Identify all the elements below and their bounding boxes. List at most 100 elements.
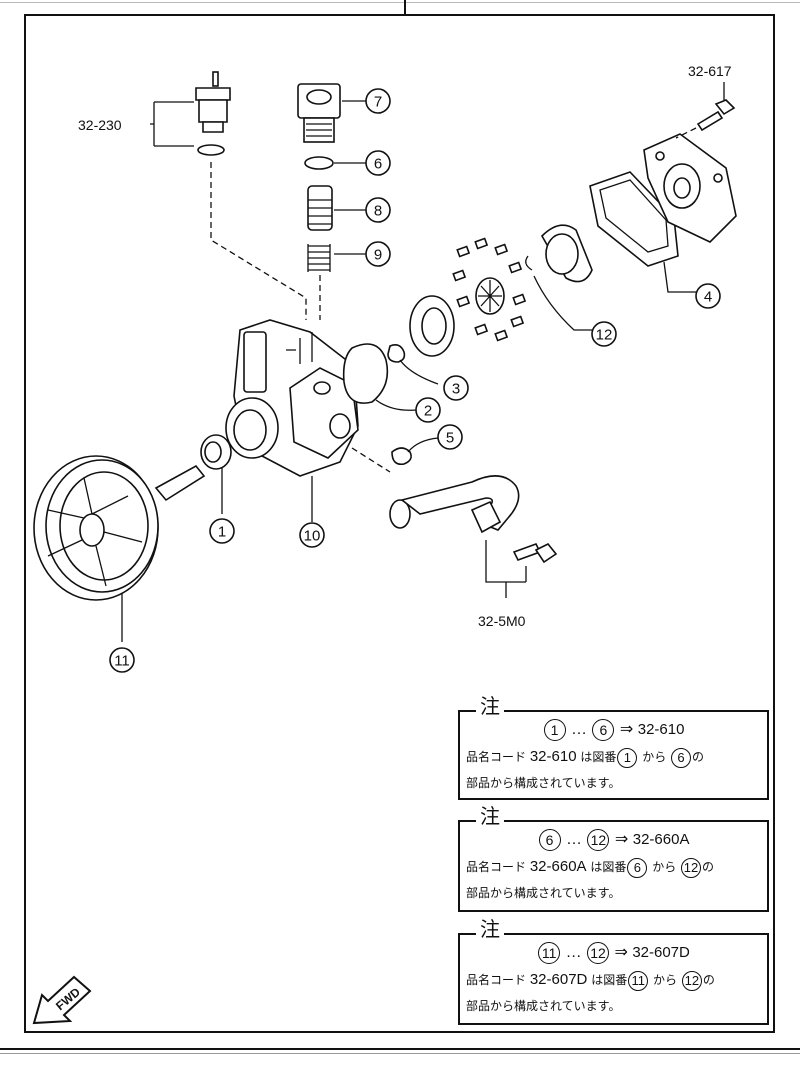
- note-from-text: から: [649, 973, 681, 987]
- callout-number: 7: [374, 94, 382, 111]
- bolt-32-617-part: [696, 99, 736, 132]
- note-summary-line: 6 … 12 ⇒ 32-660A: [460, 828, 767, 852]
- note-consists-line: 部品から構成されています。: [466, 999, 621, 1013]
- callout-circle: [365, 150, 391, 176]
- callout-circle: [209, 518, 235, 544]
- note-consists-line: 部品から構成されています。: [466, 776, 621, 790]
- callout-number: 4: [704, 289, 712, 306]
- leader-4: [663, 261, 696, 293]
- vanes-part: [452, 237, 527, 342]
- note-tag: 注: [476, 696, 504, 716]
- note-from-number: 11: [628, 970, 649, 991]
- note-particle: の: [702, 973, 715, 987]
- leader-3: [399, 359, 439, 385]
- note-tag: 注: [476, 919, 504, 939]
- label-32-230: 32-230: [78, 117, 122, 133]
- outlet-pipe-part: [389, 475, 520, 534]
- callout-circle: [415, 397, 441, 423]
- note-from-number: 1: [617, 747, 638, 768]
- note-summary-line: 1 … 6 ⇒ 32-610: [460, 718, 767, 742]
- note-summary-line: 11 … 12 ⇒ 32-607D: [460, 941, 767, 965]
- callout-number: 1: [218, 524, 226, 541]
- snap-ring-part: [525, 255, 533, 271]
- callout-circle: [591, 321, 617, 347]
- callout-circle: [437, 424, 463, 450]
- cam-ring-part: [541, 224, 593, 283]
- bottom-rule-secondary: [0, 1053, 800, 1054]
- callout-circle: [365, 197, 391, 223]
- leaders-upper: [334, 100, 366, 255]
- note-ellipsis: …: [566, 721, 592, 738]
- callout-7: 7: [365, 88, 391, 114]
- pressure-switch-part: [195, 71, 231, 156]
- note-figure-label: は図番: [586, 860, 627, 874]
- note-ellipsis: …: [561, 944, 587, 961]
- callout-circle: [109, 647, 135, 673]
- rotor-part: [475, 277, 505, 315]
- valve-plug-part: [297, 83, 341, 143]
- note-from-number: 11: [538, 941, 561, 964]
- callout-11: 11: [109, 647, 135, 673]
- callout-10: 10: [299, 522, 325, 548]
- callout-number: 10: [304, 528, 321, 545]
- label-32-617: 32-617: [688, 63, 732, 79]
- callout-8: 8: [365, 197, 391, 223]
- note-part-name-label: 品名コード: [466, 860, 530, 874]
- note-from-text: から: [648, 860, 681, 874]
- note-part-code: 32-610: [637, 721, 685, 738]
- note-figure-label: は図番: [576, 750, 617, 764]
- callout-circle: [695, 283, 721, 309]
- callout-circle: [365, 241, 391, 267]
- callout-number: 8: [374, 203, 382, 220]
- callout-circle: [443, 375, 469, 401]
- callout-number: 3: [452, 381, 460, 398]
- dashed-guide-switch: [210, 162, 307, 320]
- fwd-arrow-icon: FWD: [32, 975, 92, 1025]
- label-32-5M0: 32-5M0: [478, 613, 526, 629]
- callout-number: 6: [374, 156, 382, 173]
- diagram-frame: [24, 14, 775, 1033]
- bottom-rule: [0, 1048, 800, 1050]
- top-tick: [404, 0, 406, 16]
- o-ring-outlet-part: [391, 447, 412, 466]
- note-inline-code: 32-660A: [529, 858, 587, 875]
- union-bolt-part: [512, 542, 558, 564]
- dashed-guide-outlet: [351, 447, 391, 473]
- callout-number: 2: [424, 403, 432, 420]
- note-from-number: 6: [627, 857, 648, 878]
- flow-control-valve-part: [307, 185, 333, 231]
- callout-4: 4: [695, 283, 721, 309]
- note-from-number: 6: [538, 828, 561, 851]
- callout-6: 6: [365, 150, 391, 176]
- note-ellipsis: …: [561, 831, 587, 848]
- pump-body-part: [225, 319, 359, 477]
- pulley-part: [33, 455, 206, 601]
- oil-seal-part: [200, 434, 232, 470]
- o-ring-part: [304, 156, 334, 170]
- note-to-number: 12: [681, 857, 702, 878]
- callout-number: 9: [374, 247, 382, 264]
- note-part-name-label: 品名コード: [466, 973, 530, 987]
- note-to-number: 12: [587, 828, 610, 851]
- note-tag: 注: [476, 806, 504, 826]
- note-from-text: から: [638, 750, 671, 764]
- note-to-number: 12: [681, 970, 702, 991]
- gasket-part: [342, 343, 389, 404]
- callout-number: 12: [596, 327, 613, 344]
- rear-gasket-part: [589, 171, 679, 267]
- note-particle: の: [702, 860, 715, 874]
- leader-2: [375, 399, 417, 411]
- callout-9: 9: [365, 241, 391, 267]
- side-plate-part: [409, 295, 455, 357]
- rear-cover-part: [643, 133, 737, 243]
- callout-12: 12: [591, 321, 617, 347]
- note-from-number: 1: [543, 718, 566, 741]
- note-particle: の: [692, 750, 705, 764]
- callout-circle: [365, 88, 391, 114]
